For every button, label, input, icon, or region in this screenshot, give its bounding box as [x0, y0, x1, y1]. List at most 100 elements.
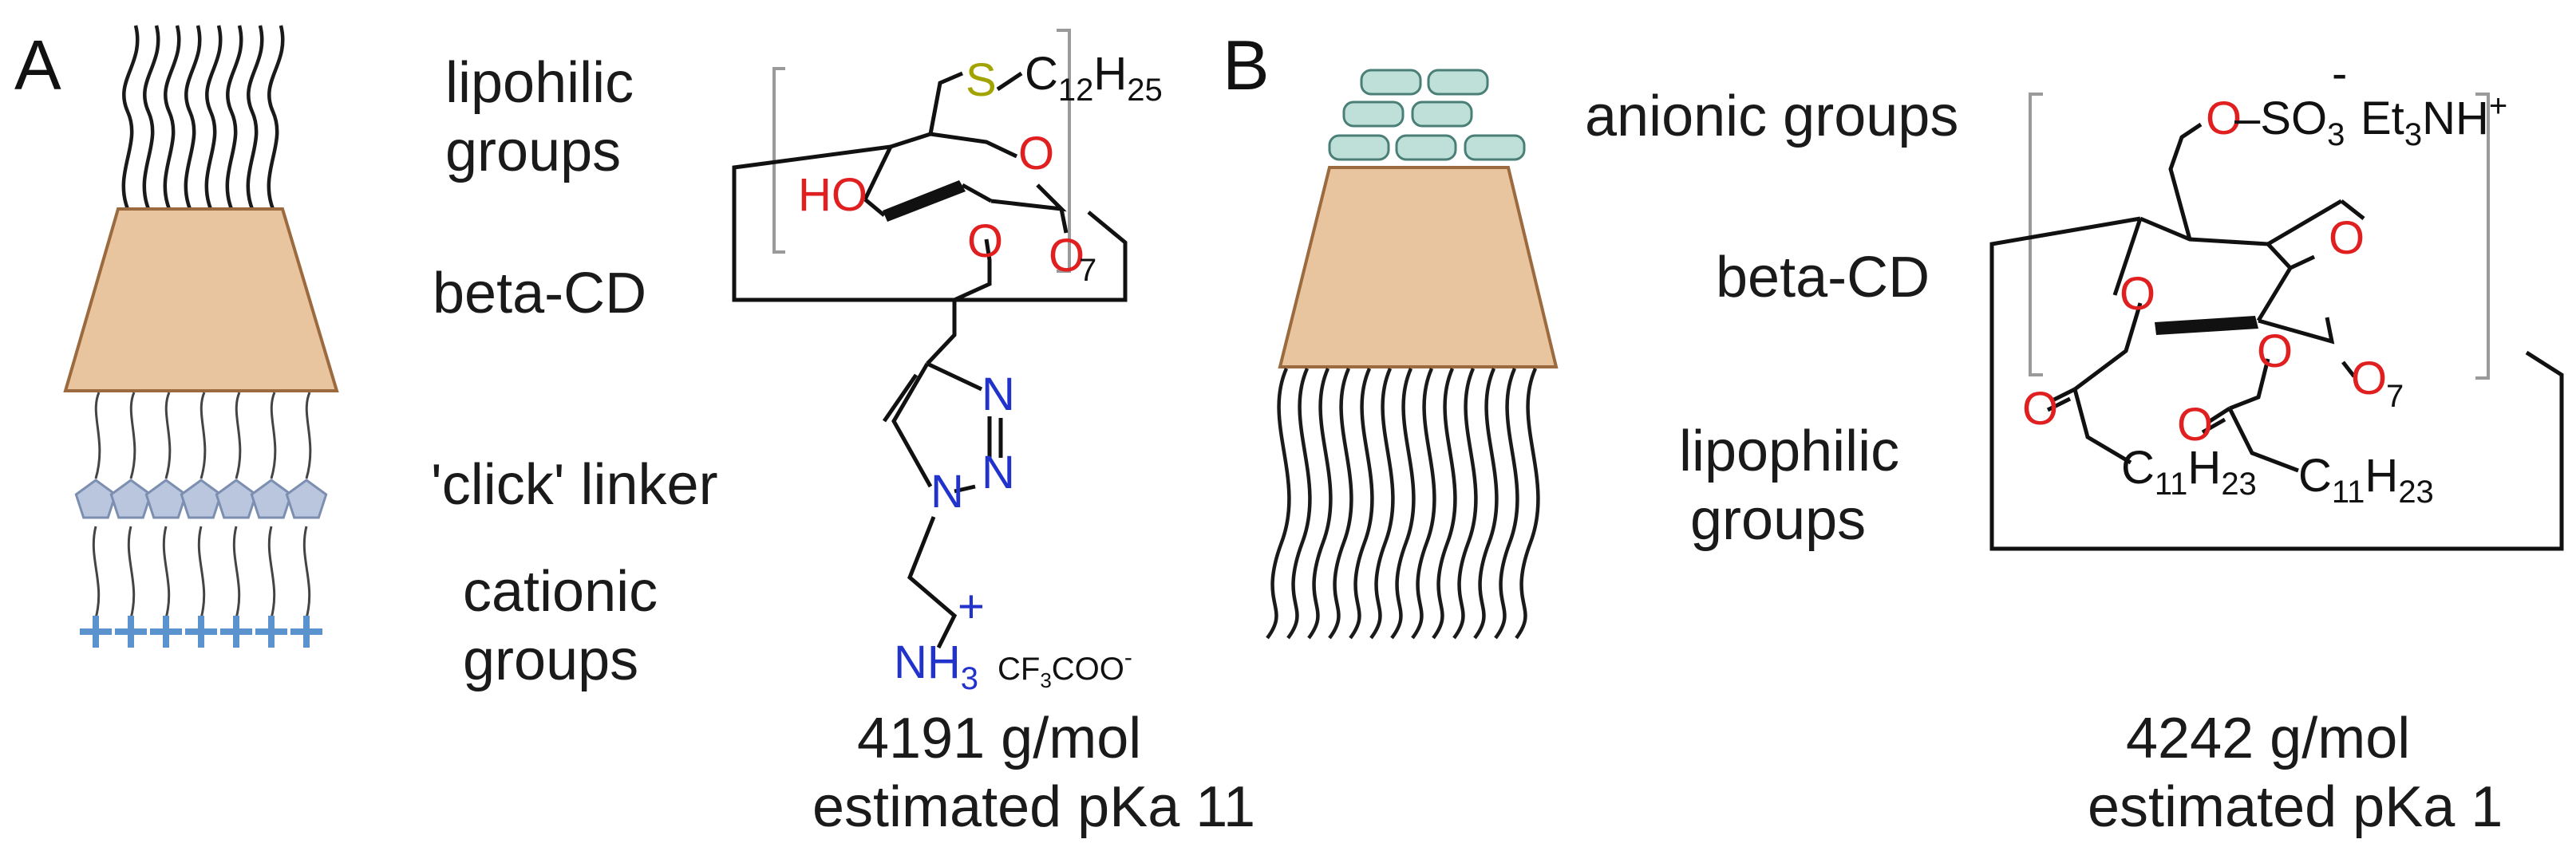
label-lipophilic-b: lipophilic: [1679, 420, 1899, 483]
ester-oxygen-2: O: [2257, 325, 2293, 377]
bond: [890, 132, 1018, 159]
panel-a: A lipohilic groups beta-CD 'click' linke…: [14, 25, 718, 692]
macrocycle-b: [1989, 216, 2564, 551]
chain-b-2: C11H23: [2298, 450, 2434, 510]
anionic-group-pill: [1395, 134, 1457, 161]
chain1-h: H: [2187, 442, 2221, 494]
wedge-bond-b: [2155, 316, 2258, 335]
bond: [863, 145, 893, 201]
glyco-oxygen-a: O: [1049, 230, 1085, 282]
lipophilic-tail: [1328, 368, 1353, 640]
chain-b-1: C11H23: [2121, 442, 2257, 502]
beta-cd-cone-a: [63, 207, 339, 392]
lipophilic-tail: [246, 25, 264, 210]
bracket-left-b: [2029, 93, 2043, 376]
label-groups-a2: groups: [463, 628, 638, 692]
macrocycle-a: [732, 144, 1128, 302]
mass-a: 4191 g/mol: [857, 707, 1141, 770]
counterion-tspan: CF: [998, 652, 1040, 687]
ammonium-charge: +: [958, 581, 985, 632]
structure-a: S C12H25 O HO O O 7 N N N NH3 + CF3COO- …: [732, 29, 1255, 839]
repeat-a: 7: [1079, 253, 1096, 288]
click-linker-pentagon: [285, 479, 328, 519]
bond: [2168, 122, 2203, 240]
label-beta-cd-a: beta-CD: [433, 262, 646, 325]
click-linker-pentagon: [180, 479, 223, 519]
ring-oxygen-a: O: [1018, 128, 1054, 179]
mass-b: 4242 g/mol: [2126, 707, 2410, 770]
bond: [907, 516, 958, 649]
lipophilic-tail: [1266, 368, 1291, 640]
counterion-rest: COO: [1052, 652, 1124, 687]
lipophilic-tail: [121, 25, 140, 210]
counterion-sub: 3: [1040, 668, 1051, 692]
bond: [1059, 208, 1069, 234]
carbonyl-oxygen-2: O: [2177, 399, 2213, 451]
linker-chain-lower: [232, 526, 241, 619]
panel-a-letter: A: [14, 26, 61, 104]
bond: [928, 71, 963, 135]
linker-chain-upper: [164, 392, 172, 479]
label-lipophilic-a: lipohilic: [445, 51, 634, 115]
lipophilic-tail: [1286, 368, 1312, 640]
bond: [990, 183, 1067, 212]
sulfate-sub: 3: [2327, 117, 2345, 152]
bond: [891, 362, 933, 488]
bond: [2229, 358, 2270, 411]
lipophilic-tail: [142, 25, 160, 210]
click-linker-pentagon: [250, 479, 293, 519]
chain-n2: 25: [1127, 73, 1163, 108]
linker-chain-upper: [200, 392, 207, 479]
bond: [2201, 417, 2226, 435]
bond: [882, 373, 919, 423]
chain2-h: H: [2365, 450, 2398, 502]
lipophilic-tail: [1369, 368, 1395, 640]
linker-chain-upper: [129, 392, 136, 479]
label-cationic: cationic: [463, 560, 658, 624]
label-groups-a1: groups: [445, 120, 621, 183]
glyco-oxygen-b: O: [2351, 353, 2387, 404]
bond: [2341, 360, 2356, 378]
anionic-group-pill: [1328, 134, 1390, 161]
chain1-hn: 23: [2221, 467, 2257, 502]
lipophilic-tail: [1349, 368, 1374, 640]
bond: [2206, 406, 2231, 425]
bond: [2256, 242, 2294, 322]
lipophilic-tail: [163, 25, 181, 210]
repeat-b: 7: [2386, 379, 2404, 414]
bond: [2072, 388, 2132, 465]
anionic-group-pill: [1360, 69, 1422, 96]
lipophilic-tails-b: [1266, 368, 1540, 640]
lipophilic-tail: [204, 25, 223, 210]
ammonium-a: NH3: [894, 636, 978, 696]
link-oxygen-a: O: [967, 215, 1003, 267]
bond: [2046, 396, 2072, 412]
sulfate-dash: –SO: [2234, 93, 2327, 144]
chain2-hn: 23: [2398, 475, 2434, 510]
cation-sub: 3: [2404, 117, 2422, 152]
triazole-n2: N: [982, 447, 1015, 498]
chain2-n: 11: [2332, 475, 2365, 510]
amine-sub: 3: [961, 661, 978, 696]
label-beta-cd-b: beta-CD: [1716, 246, 1930, 309]
label-groups-b: groups: [1690, 488, 1866, 552]
click-linker-pentagon: [74, 479, 117, 519]
cation-tspan: Et: [2361, 93, 2404, 144]
label-anionic-groups: anionic groups: [1585, 85, 1958, 148]
bond: [2139, 199, 2343, 246]
bond: [2051, 387, 2076, 403]
cation-b: Et3NH+: [2361, 89, 2507, 152]
panel-b: B anionic groups beta-CD lipophilic grou…: [1223, 26, 1958, 640]
cationic-plus-signs: [80, 616, 322, 648]
lipophilic-tail: [1307, 368, 1333, 640]
bracket-right-b: [2475, 93, 2490, 380]
linker-chains-a: [92, 392, 312, 619]
cation-rest: NH: [2422, 93, 2489, 144]
chain2-c: C: [2298, 450, 2332, 502]
anionic-group-pill: [1464, 134, 1526, 161]
anionic-group-pill: [1427, 69, 1489, 96]
lipophilic-tail: [1411, 368, 1436, 640]
counterion-charge: -: [1124, 644, 1132, 671]
